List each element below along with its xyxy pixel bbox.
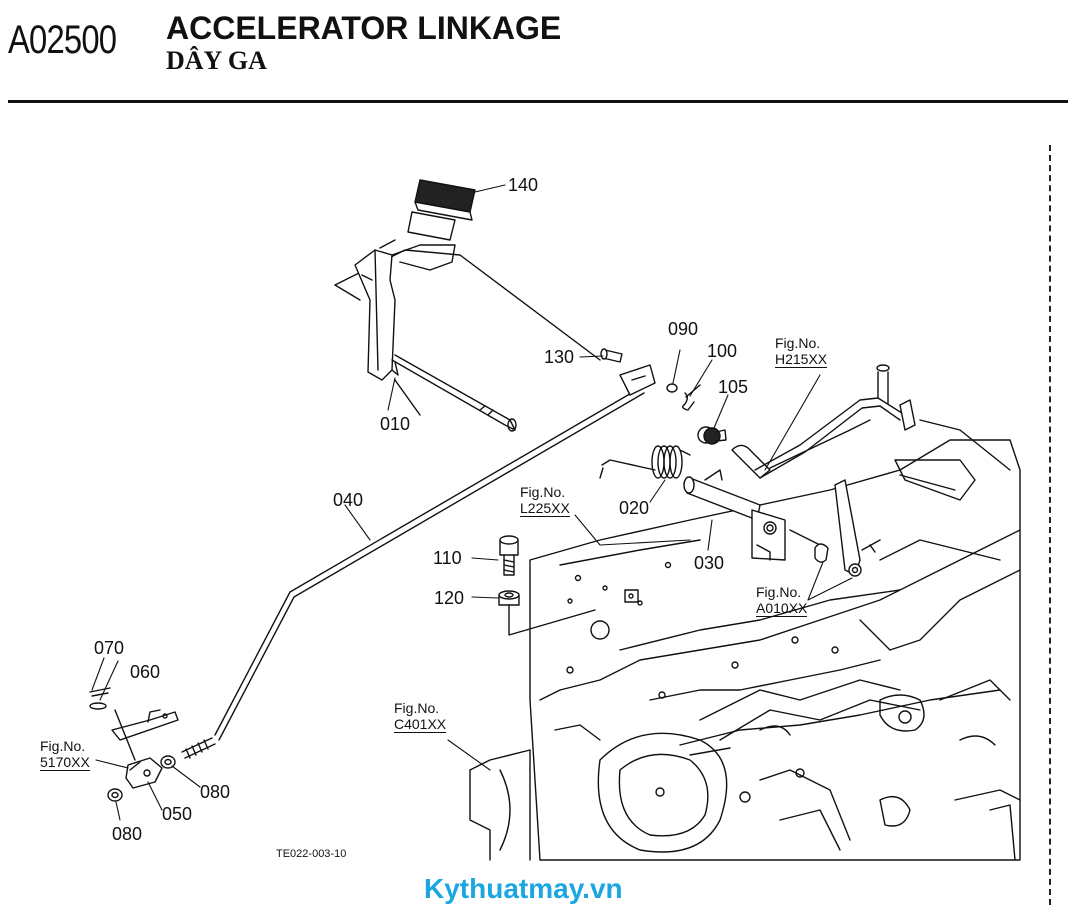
part-label-080-right: 080	[200, 782, 231, 802]
fig-ref-a010[interactable]: Fig.No. A010XX	[756, 584, 808, 617]
part-label-060: 060	[130, 662, 161, 682]
clip-100	[681, 384, 701, 411]
fig-ref-l225[interactable]: Fig.No. L225XX	[520, 484, 570, 517]
part-label-120: 120	[434, 588, 465, 608]
lever-shaft-030	[683, 469, 821, 561]
section-code: A02500	[8, 18, 117, 62]
fig-ref-h215-code[interactable]: H215XX	[775, 351, 828, 368]
fig-ref-c401[interactable]: Fig.No. C401XX	[394, 700, 447, 733]
joint-050	[125, 757, 163, 789]
watermark-link[interactable]: Kythuatmay.vn	[424, 873, 623, 904]
stud-line	[114, 709, 136, 761]
fig-ref-l225-label: Fig.No.	[520, 484, 566, 500]
part-label-080-left: 080	[112, 824, 143, 844]
fig-ref-c401-label: Fig.No.	[394, 700, 440, 716]
nut-080-left	[107, 788, 123, 802]
pin-130	[600, 348, 623, 363]
part-label-010: 010	[380, 414, 411, 434]
spring-020	[599, 445, 691, 479]
accelerator-rod-040	[181, 364, 656, 759]
part-label-030: 030	[694, 553, 725, 573]
part-label-105: 105	[718, 377, 749, 397]
part-label-050: 050	[162, 804, 193, 824]
washer-090	[666, 383, 678, 393]
fig-ref-5170[interactable]: Fig.No. 5170XX	[40, 738, 90, 771]
nut-080-right	[160, 755, 176, 769]
part-label-090: 090	[668, 319, 699, 339]
part-label-070: 070	[94, 638, 125, 658]
plate-edge	[559, 539, 701, 566]
part-label-130: 130	[544, 347, 575, 367]
part-label-020: 020	[619, 498, 650, 518]
header-rule	[8, 100, 1068, 103]
bolt-leader	[508, 604, 596, 636]
pedal-arm-010	[334, 239, 601, 432]
drawing-code: TE022-003-10	[276, 848, 347, 860]
bushing-105	[697, 426, 727, 445]
bolt-110	[499, 535, 519, 576]
part-label-140: 140	[508, 175, 539, 195]
part-label-040: 040	[333, 490, 364, 510]
nut-120	[498, 590, 520, 606]
transmission-housing	[469, 419, 1021, 861]
fig-ref-5170-code[interactable]: 5170XX	[40, 754, 90, 771]
bracket-5170	[111, 709, 179, 741]
fig-ref-a010-code[interactable]: A010XX	[756, 600, 808, 617]
pedal-pad-140	[407, 179, 476, 241]
fig-ref-h215[interactable]: Fig.No. H215XX	[775, 335, 828, 368]
clip-070	[89, 687, 111, 697]
section-subtitle: DÂY GA	[166, 46, 267, 75]
lever-a010	[814, 479, 881, 577]
fig-ref-h215-label: Fig.No.	[775, 335, 821, 351]
section-title: ACCELERATOR LINKAGE	[166, 10, 562, 46]
fig-ref-a010-label: Fig.No.	[756, 584, 802, 600]
link-arm	[731, 364, 916, 479]
leader-lines	[91, 184, 853, 821]
page-edge-dashed-line	[1049, 145, 1051, 905]
nut-on-housing	[624, 589, 639, 603]
part-label-100: 100	[707, 341, 738, 361]
fig-ref-5170-label: Fig.No.	[40, 738, 86, 754]
washer-060	[89, 702, 107, 710]
fig-ref-c401-code[interactable]: C401XX	[394, 716, 447, 733]
part-label-110: 110	[433, 548, 462, 568]
fig-ref-l225-code[interactable]: L225XX	[520, 500, 570, 517]
